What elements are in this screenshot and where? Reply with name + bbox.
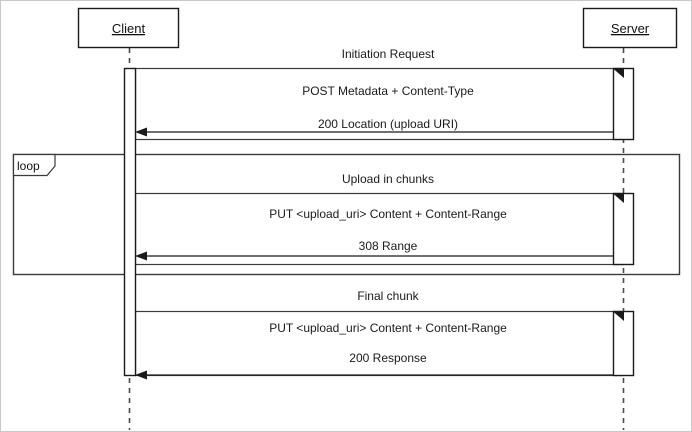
message-response-final: 200 Response: [349, 351, 427, 365]
participant-label-client: Client: [112, 21, 146, 36]
participant-box-server[interactable]: [582, 7, 678, 49]
activation-bar-server-final: [612, 310, 635, 377]
message-response-initiation: 200 Location (upload URI): [318, 117, 458, 131]
activation-bar-server-upload: [612, 192, 635, 266]
message-request-upload: PUT <upload_uri> Content + Content-Range: [269, 207, 507, 221]
message-group-label-initiation: Initiation Request: [342, 47, 435, 61]
activation-bar-server-initiation: [612, 67, 635, 141]
loop-fragment-tab: [12, 153, 56, 177]
message-request-initiation: POST Metadata + Content-Type: [302, 84, 474, 98]
participant-box-client[interactable]: [77, 7, 180, 49]
message-group-label-final: Final chunk: [357, 289, 419, 303]
message-box-upload: [134, 192, 625, 266]
call-arrow-head-final: [613, 311, 624, 321]
message-request-final: PUT <upload_uri> Content + Content-Range: [269, 321, 507, 335]
return-arrow-head-upload: [135, 251, 147, 261]
message-group-label-upload: Upload in chunks: [342, 172, 434, 186]
return-arrow-head-initiation: [135, 127, 147, 137]
participant-label-server: Server: [611, 21, 650, 36]
activation-bar-client: [123, 67, 137, 377]
call-arrow-head-initiation: [613, 68, 624, 78]
loop-fragment: [12, 153, 681, 276]
loop-fragment-label: loop: [17, 159, 40, 173]
call-arrow-head-upload: [613, 193, 624, 203]
message-response-upload: 308 Range: [359, 239, 418, 253]
return-arrow-head-final: [135, 370, 147, 380]
